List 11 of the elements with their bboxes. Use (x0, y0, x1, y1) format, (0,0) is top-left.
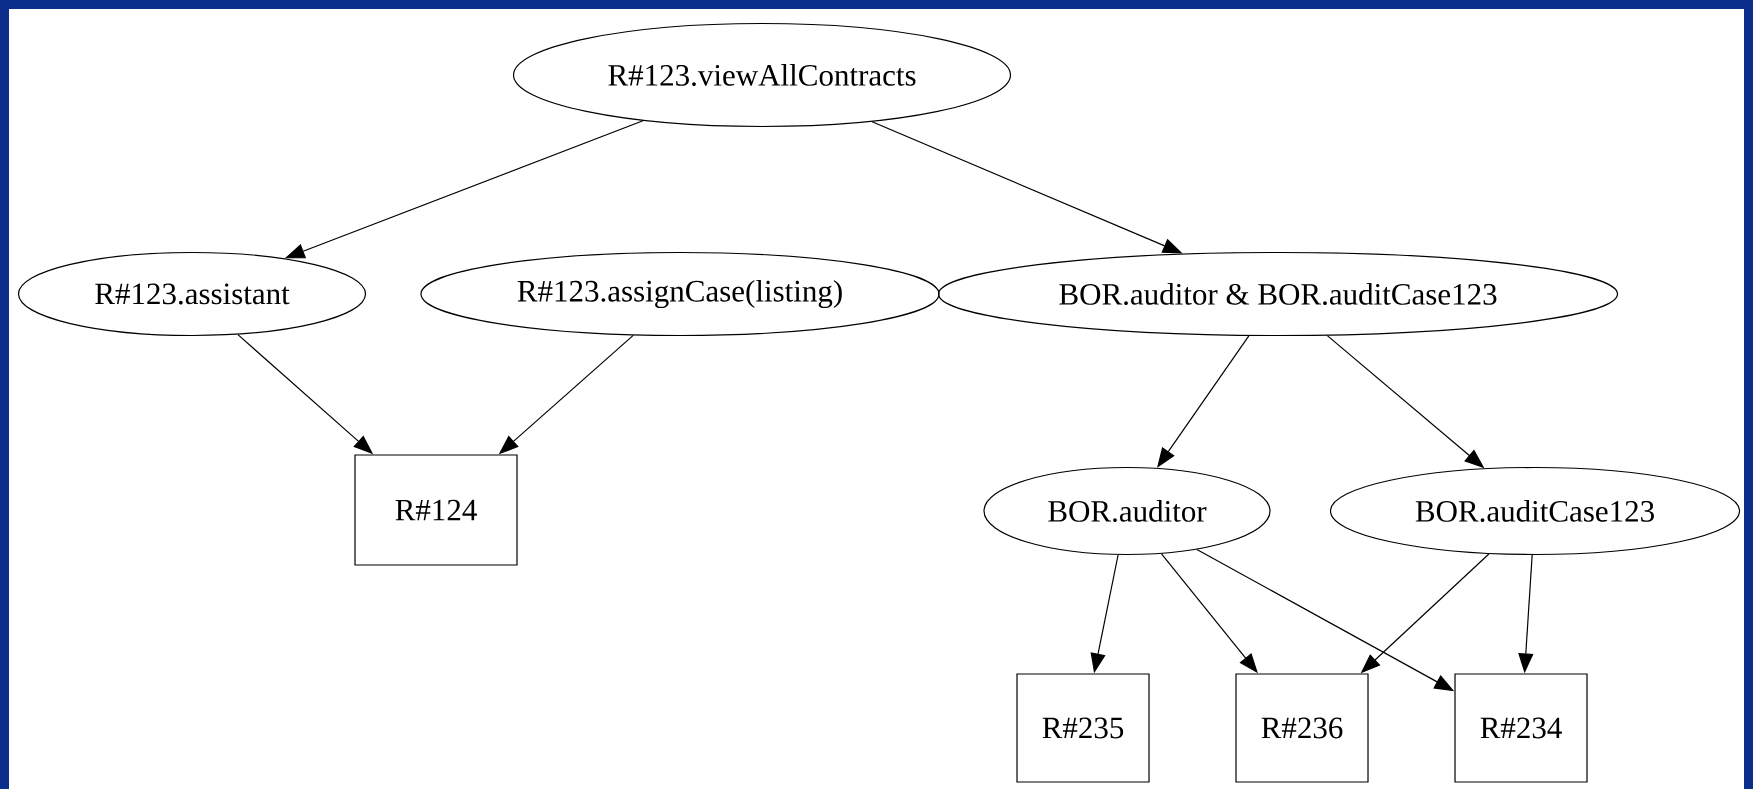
ellipse-node: R#123.viewAllContracts (512, 22, 1012, 128)
ellipse-node: R#123.assistant (17, 251, 367, 337)
box-node: R#235 (1016, 673, 1150, 783)
ellipse-node: BOR.auditCase123 (1329, 466, 1741, 556)
box-node: R#236 (1235, 673, 1369, 783)
box-node: R#124 (354, 454, 518, 566)
ellipse-node: BOR.auditor & BOR.auditCase123 (937, 251, 1619, 337)
box-node: R#234 (1454, 673, 1588, 783)
arrow (1157, 335, 1250, 468)
ellipse-node: BOR.auditor (983, 466, 1271, 556)
ellipse-node: R#123.assignCase(listing) (420, 251, 940, 337)
